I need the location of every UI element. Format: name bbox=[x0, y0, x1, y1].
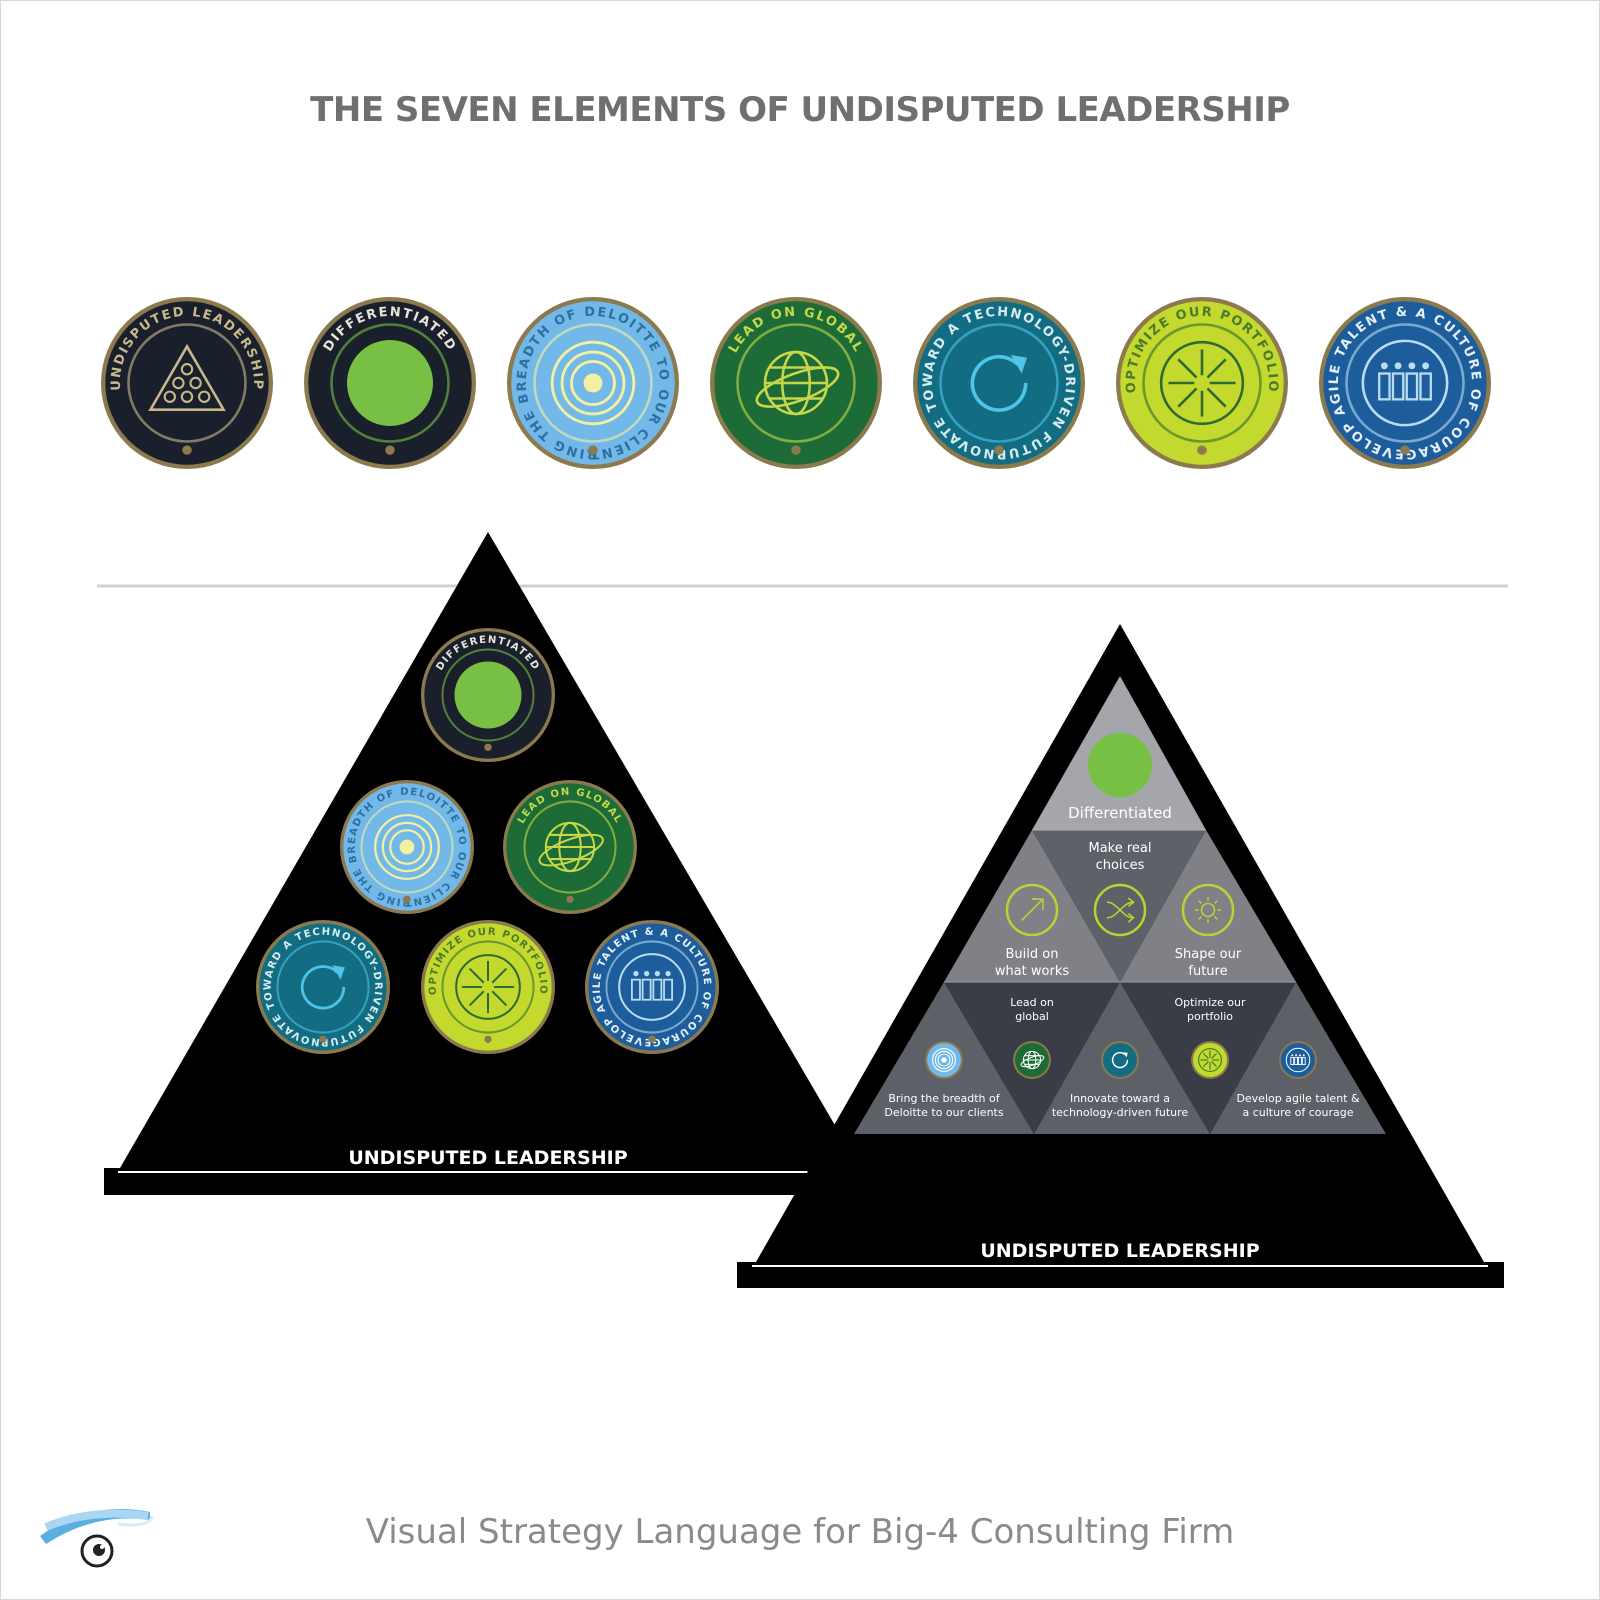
left-pyramid: UNDISPUTED LEADERSHIP DIFFERENTIATEDBRIN… bbox=[0, 0, 860, 1195]
green-disc-icon bbox=[454, 661, 522, 729]
refresh-icon bbox=[970, 354, 1028, 412]
medallion-green-disc: DIFFERENTIATED bbox=[304, 297, 476, 469]
right-pyramid-label: UNDISPUTED LEADERSHIP bbox=[980, 1240, 1259, 1262]
medallion-star-burst: OPTIMIZE OUR PORTFOLIO bbox=[421, 920, 555, 1054]
target-icon bbox=[374, 814, 440, 880]
people-icon bbox=[1279, 1041, 1317, 1079]
target-icon bbox=[925, 1041, 963, 1079]
medallion-green-disc: DIFFERENTIATED bbox=[421, 628, 555, 762]
target-icon bbox=[550, 340, 636, 426]
globe-icon bbox=[538, 821, 604, 873]
refresh-icon bbox=[1101, 1041, 1139, 1079]
pyramid-icon bbox=[148, 343, 226, 411]
tier-middle-center bbox=[1032, 830, 1206, 982]
page-title: THE SEVEN ELEMENTS OF UNDISPUTED LEADERS… bbox=[310, 90, 1290, 130]
shuffle-icon bbox=[1093, 883, 1147, 937]
medallion-globe: LEAD ON GLOBAL bbox=[710, 297, 882, 469]
star-burst-icon bbox=[1159, 340, 1245, 426]
medallion-pyramid: UNDISPUTED LEADERSHIP bbox=[101, 297, 273, 469]
people-icon bbox=[1361, 339, 1449, 427]
medallion-star-burst: OPTIMIZE OUR PORTFOLIO bbox=[1116, 297, 1288, 469]
footer-caption: Visual Strategy Language for Big-4 Consu… bbox=[365, 1512, 1235, 1552]
sun-icon bbox=[1181, 883, 1235, 937]
tier-top-label: Differentiated bbox=[1068, 804, 1172, 822]
refresh-icon bbox=[300, 965, 346, 1010]
green-disc-icon bbox=[347, 340, 433, 426]
medallion-globe: LEAD ON GLOBAL bbox=[503, 780, 637, 914]
left-pyramid-label: UNDISPUTED LEADERSHIP bbox=[348, 1147, 627, 1169]
globe-icon bbox=[755, 350, 840, 416]
star-burst-icon bbox=[455, 954, 521, 1020]
tier-bottom-label: Develop agile talent &a culture of coura… bbox=[1236, 1092, 1360, 1119]
medallion-row: UNDISPUTED LEADERSHIPDIFFERENTIATEDBRING… bbox=[0, 0, 1491, 469]
right-pyramid: UNDISPUTED LEADERSHIP Differentiated Bui… bbox=[737, 624, 1504, 1288]
green-disc-icon bbox=[1088, 733, 1152, 797]
tier-middle-right bbox=[1120, 830, 1296, 982]
logo bbox=[40, 1509, 154, 1568]
arrow-up-right-icon bbox=[1005, 883, 1059, 937]
star-burst-icon bbox=[1191, 1041, 1229, 1079]
globe-icon bbox=[1013, 1041, 1051, 1079]
tier-middle-left bbox=[944, 830, 1120, 982]
people-icon bbox=[618, 953, 686, 1021]
